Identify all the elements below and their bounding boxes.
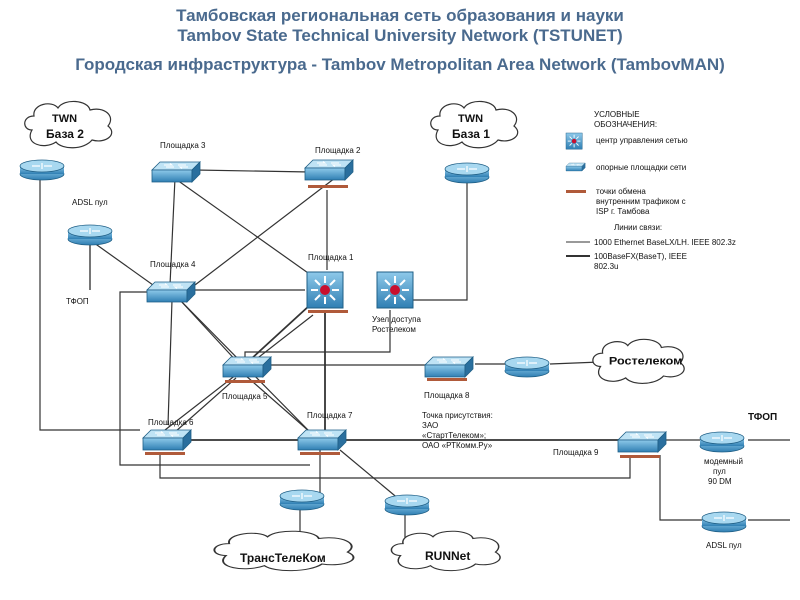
legend-ix-3: ISP г. Тамбова bbox=[596, 207, 650, 216]
label-tfop-right: ТФОП bbox=[748, 412, 777, 423]
switch-p3 bbox=[151, 161, 201, 183]
legend-links-title: Линии связи: bbox=[614, 223, 662, 232]
legend-nms-icon bbox=[565, 132, 583, 150]
legend-core: опорные площадки сети bbox=[596, 163, 686, 172]
legend-ix-icon bbox=[566, 190, 586, 193]
switch-p2 bbox=[304, 159, 354, 181]
switch-p6 bbox=[142, 429, 192, 451]
label-p4: Площадка 4 bbox=[150, 260, 196, 269]
cloud-twn-base2: TWN База 2 bbox=[24, 100, 113, 149]
access-node-rostelecom bbox=[376, 271, 414, 309]
label-p7: Площадка 7 bbox=[307, 411, 353, 420]
nms-p1 bbox=[306, 271, 344, 309]
cloud-rostelecom: Ростелеком bbox=[592, 338, 685, 385]
label-p8: Площадка 8 bbox=[424, 391, 470, 400]
label-modem-pool-2: пул bbox=[713, 467, 726, 476]
label-tfop-left: ТФОП bbox=[66, 297, 89, 306]
label-p9: Площадка 9 bbox=[553, 448, 599, 457]
legend-ix-1: точки обмена bbox=[596, 187, 646, 196]
legend-core-icon bbox=[565, 162, 586, 172]
legend-title-2: ОБОЗНАЧЕНИЯ: bbox=[594, 120, 657, 129]
label-p6: Площадка 6 bbox=[148, 418, 194, 427]
switch-p9 bbox=[617, 431, 667, 453]
router-twn1 bbox=[444, 162, 490, 184]
cloud-runnet-label: RUNNet bbox=[425, 549, 470, 563]
legend-fx-1: 100BaseFX(BaseT), IEEE bbox=[594, 252, 687, 261]
legend-nms: центр управления сетью bbox=[596, 136, 688, 145]
title-line-1: Тамбовская региональная сеть образования… bbox=[176, 6, 624, 25]
title-line-3: Городская инфраструктура - Tambov Metrop… bbox=[75, 55, 725, 74]
label-p1: Площадка 1 bbox=[308, 253, 354, 262]
label-modem-pool-1: модемный bbox=[704, 457, 743, 466]
switch-p8 bbox=[424, 356, 474, 378]
router-transtelecom bbox=[279, 489, 325, 511]
label-presence-1: Точка присутствия: bbox=[422, 411, 493, 420]
cloud-twn-base1: TWN База 1 bbox=[430, 100, 519, 149]
label-presence-3: «СтартТелеком»; bbox=[422, 431, 486, 440]
legend-title-1: УСЛОВНЫЕ bbox=[594, 110, 640, 119]
links bbox=[39, 169, 790, 545]
label-p3: Площадка 3 bbox=[160, 141, 206, 150]
cloud-rostelecom-label: Ростелеком bbox=[609, 354, 683, 367]
legend-fx-2: 802.3u bbox=[594, 262, 618, 271]
legend-ix-2: внутренним трафиком с bbox=[596, 197, 686, 206]
router-runnet bbox=[384, 494, 430, 516]
label-p5: Площадка 5 bbox=[222, 392, 268, 401]
cloud-twn2-top: TWN bbox=[52, 113, 77, 125]
label-adsl-pool-right: ADSL пул bbox=[706, 541, 742, 550]
label-presence-4: ОАО «РТКомм.Ру» bbox=[422, 441, 493, 450]
label-p2: Площадка 2 bbox=[315, 146, 361, 155]
cloud-twn2-bottom: База 2 bbox=[46, 127, 84, 141]
cloud-transtelecom-label: ТрансТелеКом bbox=[240, 551, 326, 565]
cloud-twn1-top: TWN bbox=[458, 113, 483, 125]
router-modem-pool bbox=[699, 431, 745, 453]
title-line-2: Tambov State Technical University Networ… bbox=[177, 26, 623, 45]
ix-bars bbox=[145, 185, 660, 458]
label-access-node-2: Ростелеком bbox=[372, 325, 416, 334]
cloud-twn1-bottom: База 1 bbox=[452, 127, 490, 141]
label-access-node-1: Узел доступа bbox=[372, 315, 421, 324]
router-rostelecom bbox=[504, 356, 550, 378]
router-adsl-left bbox=[67, 224, 113, 246]
switch-p7 bbox=[297, 429, 347, 451]
switch-p5 bbox=[222, 356, 272, 378]
router-adsl-right bbox=[701, 511, 747, 533]
label-adsl-pool-left: ADSL пул bbox=[72, 198, 108, 207]
legend: УСЛОВНЫЕ ОБОЗНАЧЕНИЯ: центр управления с… bbox=[565, 110, 736, 271]
label-modem-pool-3: 90 DM bbox=[708, 477, 732, 486]
switch-p4 bbox=[146, 281, 196, 303]
label-presence-2: ЗАО bbox=[422, 421, 438, 430]
legend-gig: 1000 Ethernet BaseLX/LH. IEEE 802.3z bbox=[594, 238, 736, 247]
router-twn2 bbox=[19, 159, 65, 181]
